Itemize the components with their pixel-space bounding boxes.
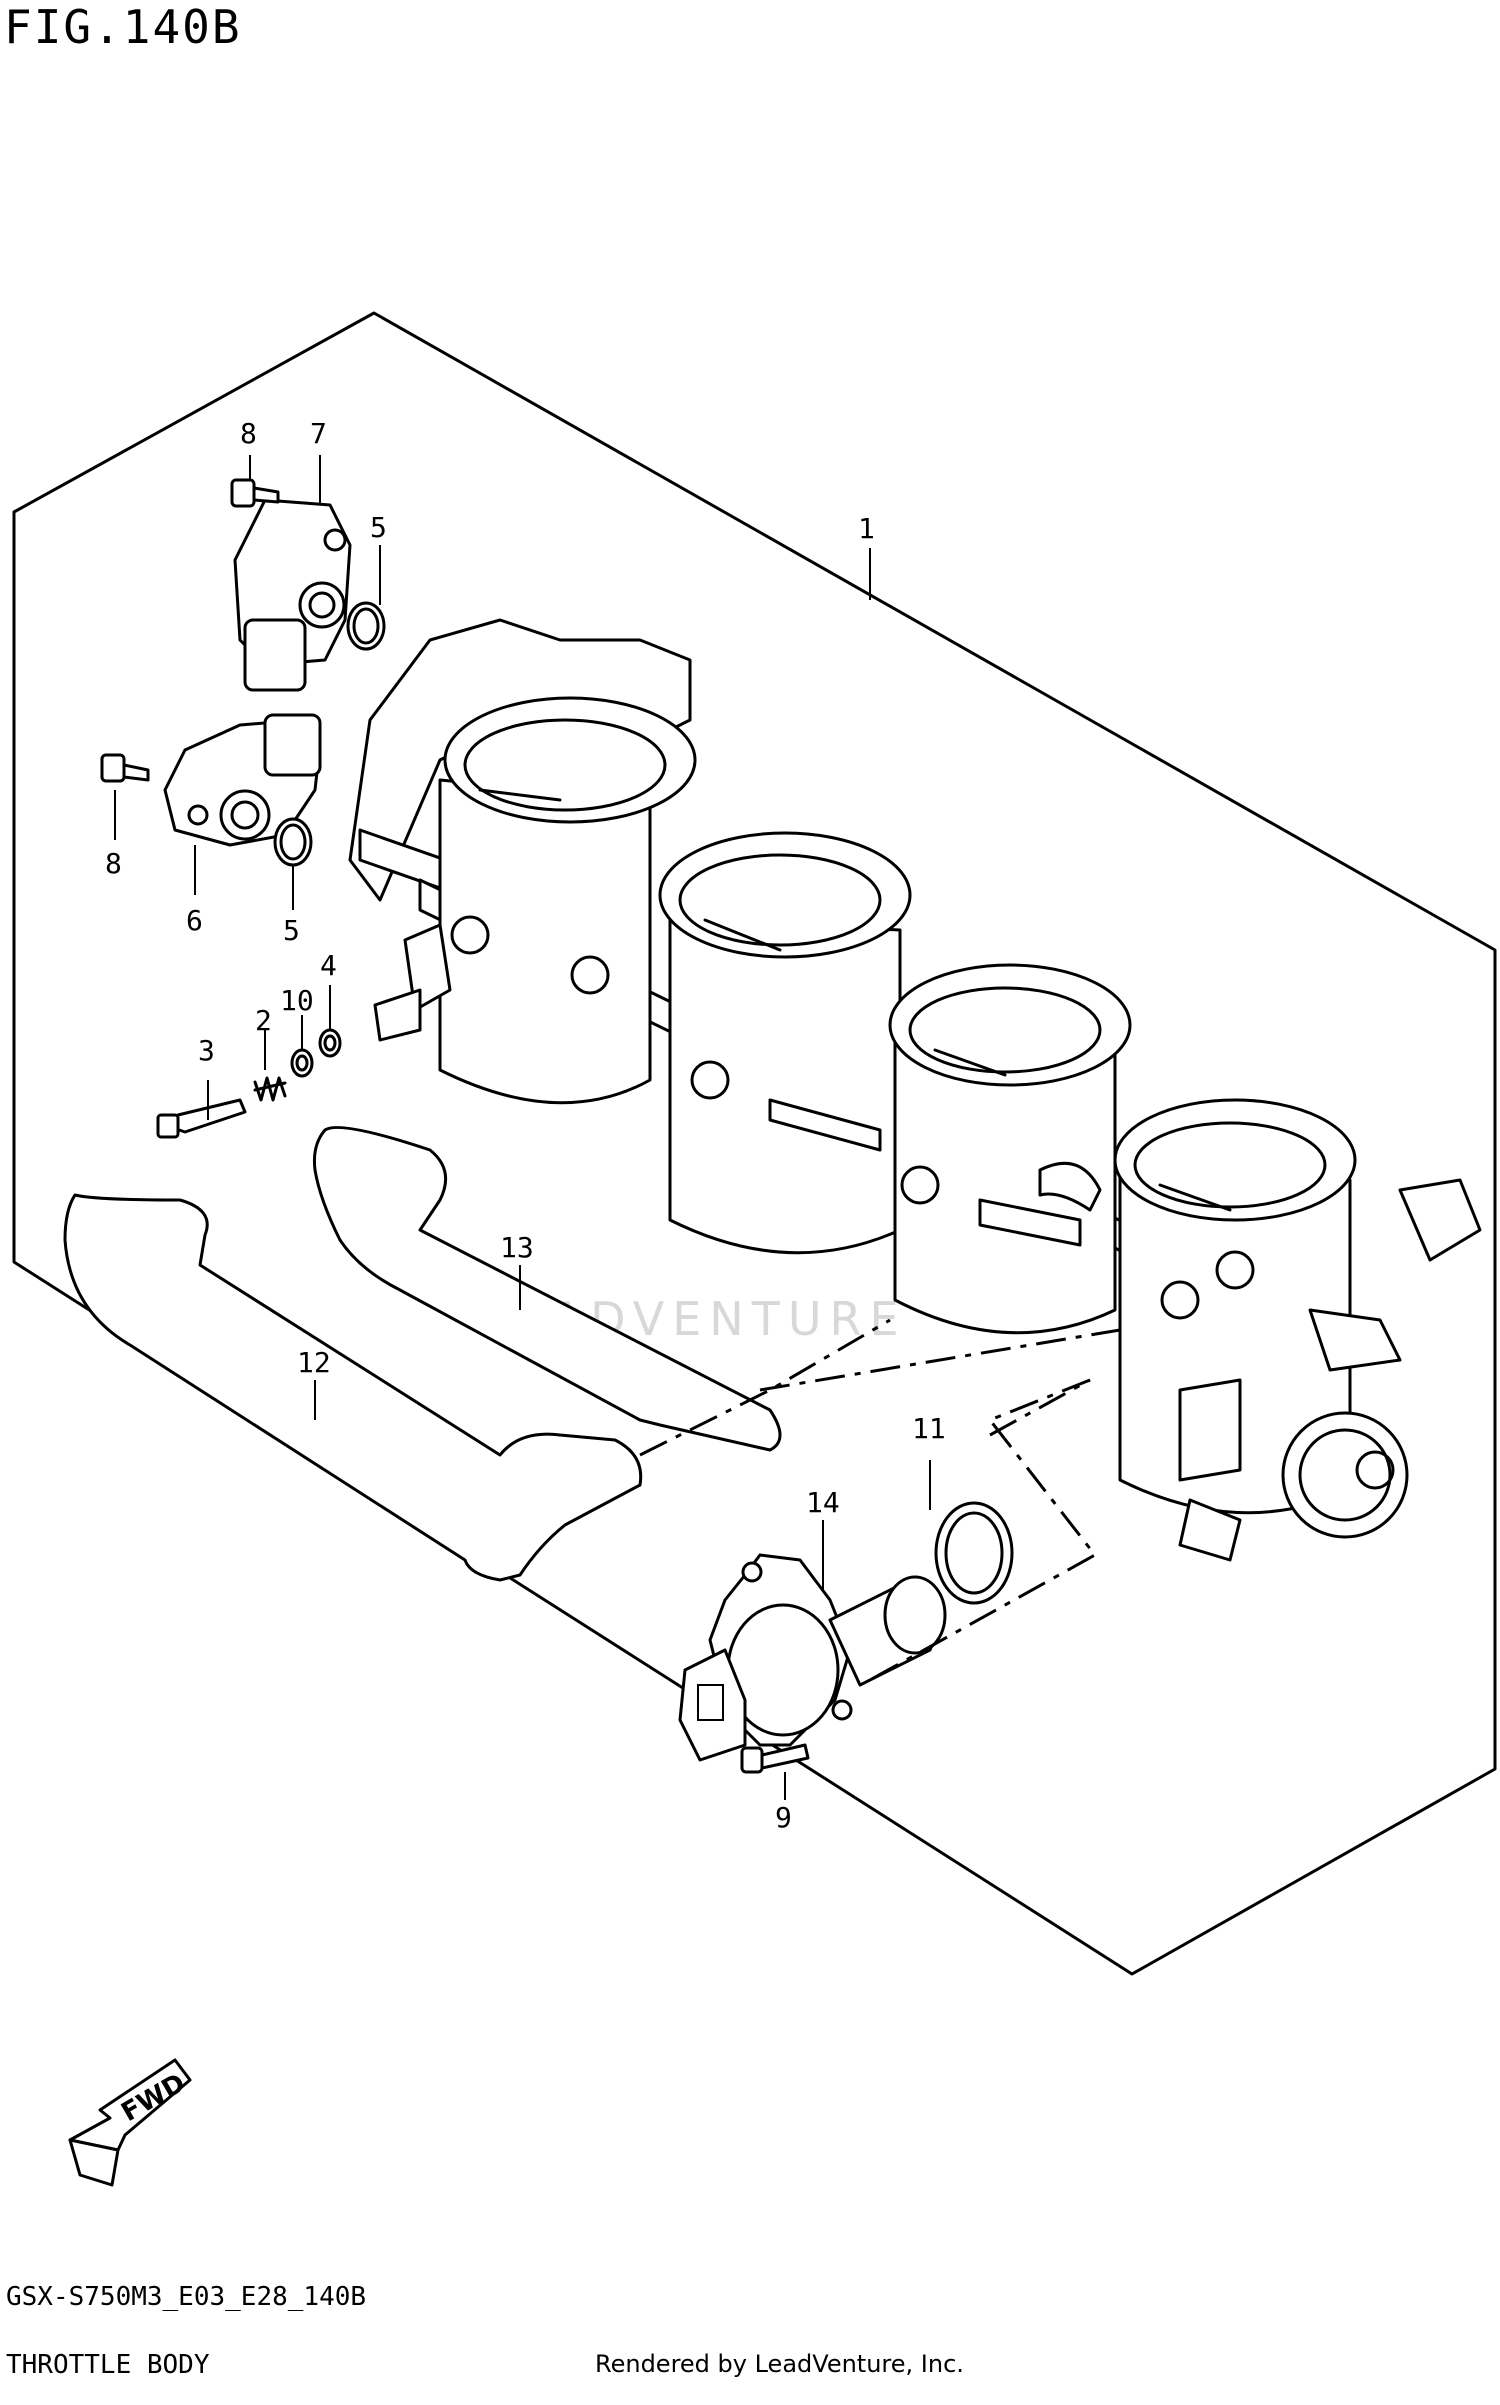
o-ring-5-lower[interactable] xyxy=(273,817,313,867)
callout-5-lower[interactable]: 5 xyxy=(283,914,300,947)
callout-1[interactable]: 1 xyxy=(858,512,875,545)
callout-4[interactable]: 4 xyxy=(320,949,337,982)
callout-10[interactable]: 10 xyxy=(280,984,314,1017)
callout-9[interactable]: 9 xyxy=(775,1801,792,1834)
adjust-screw-3[interactable] xyxy=(156,1098,247,1139)
spring-2[interactable] xyxy=(253,1076,287,1102)
hose-13[interactable] xyxy=(313,1126,782,1452)
callout-12[interactable]: 12 xyxy=(297,1346,331,1379)
callout-14[interactable]: 14 xyxy=(806,1486,840,1519)
callout-3[interactable]: 3 xyxy=(198,1034,215,1067)
rendered-by-credit: Rendered by LeadVenture, Inc. xyxy=(595,2350,964,2378)
callout-13[interactable]: 13 xyxy=(500,1231,534,1264)
diagram-code: GSX-S750M3_E03_E28_140B xyxy=(6,2282,367,2312)
leader-lines xyxy=(114,455,931,1800)
callout-8-lower[interactable]: 8 xyxy=(105,847,122,880)
centerline-3 xyxy=(639,1318,891,1457)
centerline-1 xyxy=(989,1378,1091,1437)
screw-9[interactable] xyxy=(740,1743,810,1774)
o-ring-5-upper[interactable] xyxy=(346,601,386,651)
hose-12[interactable] xyxy=(63,1193,643,1582)
valve-14[interactable] xyxy=(678,1553,947,1762)
bolt-8-lower[interactable] xyxy=(100,753,150,783)
o-ring-4[interactable] xyxy=(318,1028,342,1058)
figure-title: FIG.140B xyxy=(4,0,242,54)
callout-8-upper[interactable]: 8 xyxy=(240,417,257,450)
fwd-arrow-icon: FWD xyxy=(68,2058,192,2187)
bolt-8-upper[interactable] xyxy=(230,478,280,508)
callout-2[interactable]: 2 xyxy=(255,1004,272,1037)
callout-6[interactable]: 6 xyxy=(186,904,203,937)
assembly-boundary xyxy=(12,311,1497,1976)
sensor-6[interactable] xyxy=(163,713,322,847)
washer-10[interactable] xyxy=(290,1048,314,1078)
callout-7[interactable]: 7 xyxy=(310,417,327,450)
callout-11[interactable]: 11 xyxy=(912,1412,946,1445)
centerline-2 xyxy=(869,1378,1098,1682)
throttle-body-assembly[interactable] xyxy=(348,618,1482,1562)
section-name: THROTTLE BODY xyxy=(6,2350,210,2380)
centerline-4 xyxy=(759,1328,1121,1392)
sensor-7[interactable] xyxy=(233,498,352,692)
callout-5-upper[interactable]: 5 xyxy=(370,511,387,544)
o-ring-11[interactable] xyxy=(934,1501,1014,1605)
